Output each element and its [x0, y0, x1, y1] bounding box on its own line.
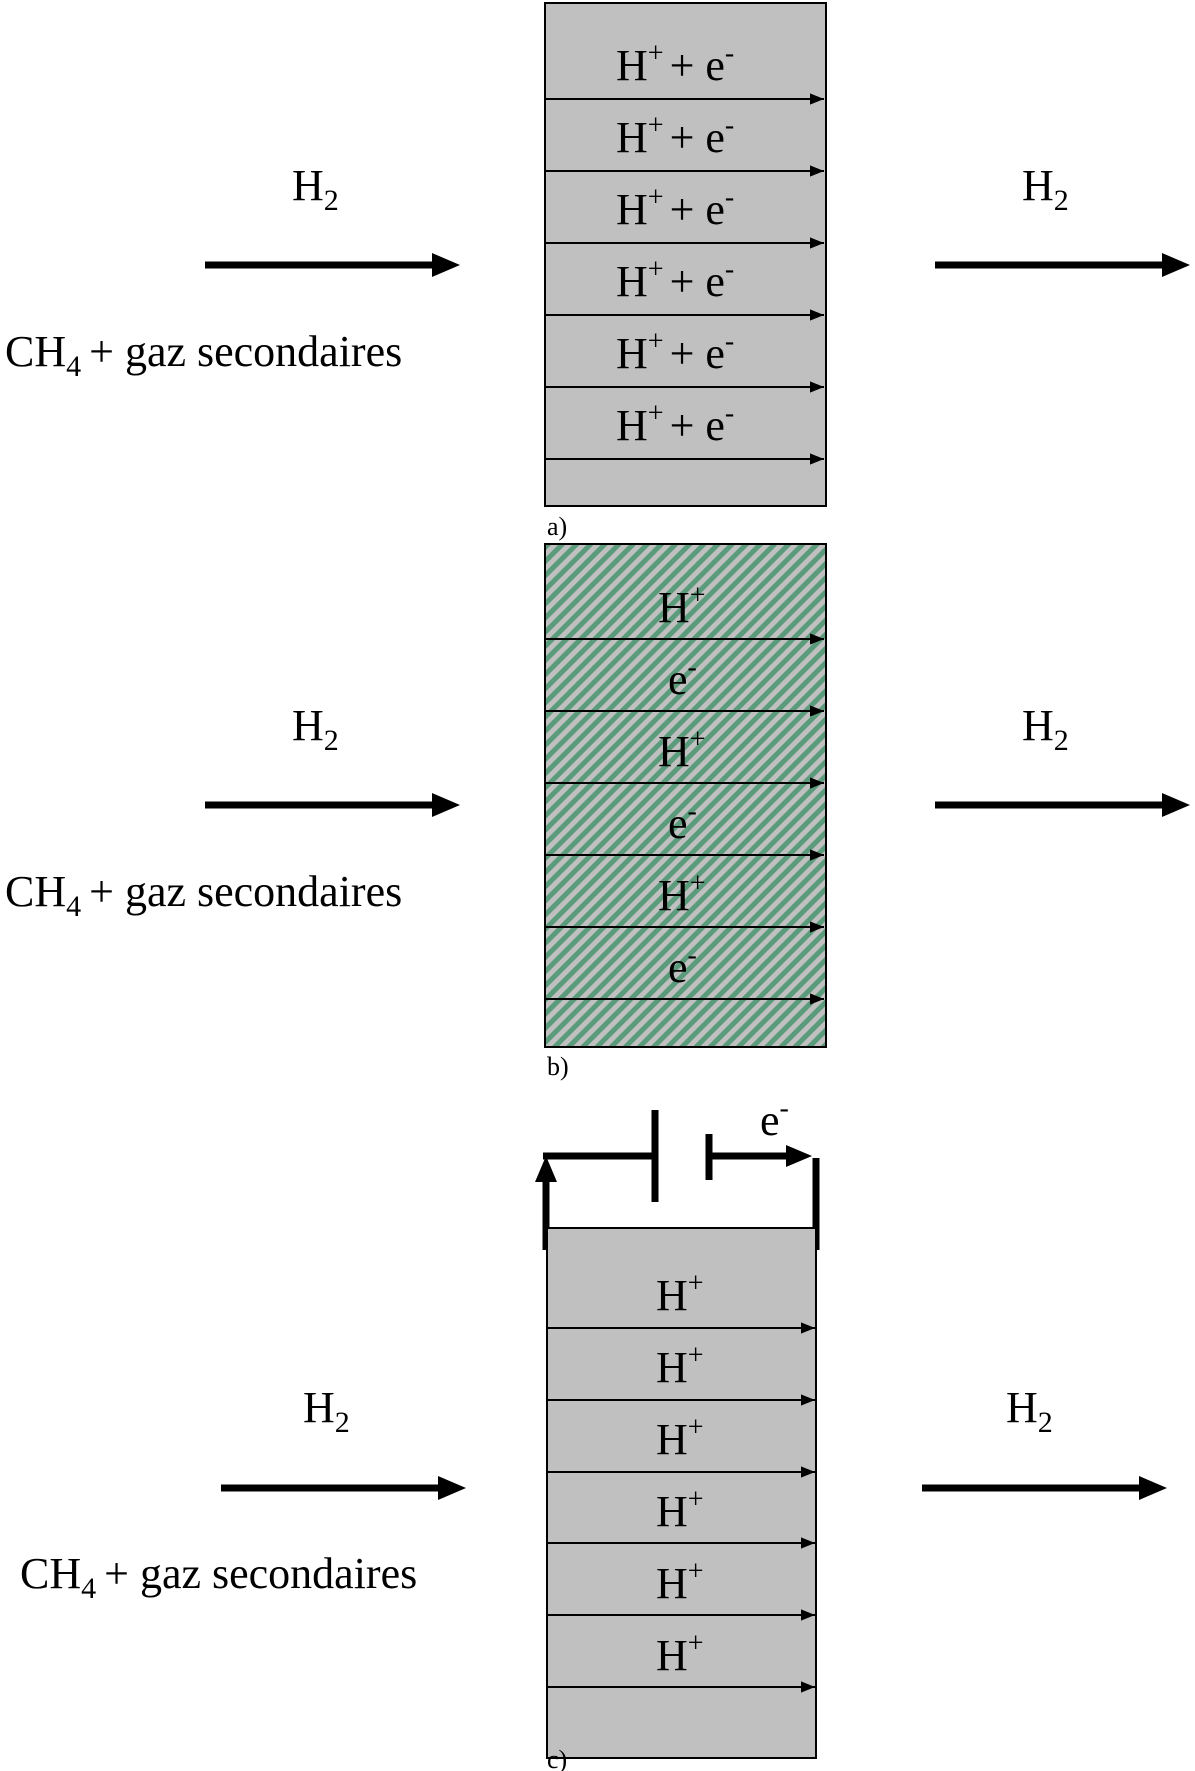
panel-c: e- H+ H+ H+ H+ H+ H+ c) H2 CH4+ gaz seco…	[20, 1093, 1167, 1771]
circuit-up-arrowhead	[535, 1156, 557, 1182]
row-label: H++ e-	[616, 254, 734, 306]
row-label: H+	[656, 1628, 704, 1680]
inlet-gas-label: CH4+ gaz secondaires	[5, 327, 402, 383]
outlet-h2-label: H2	[1006, 1383, 1053, 1439]
membrane-c	[546, 1227, 817, 1759]
row-label: H+	[656, 1412, 704, 1464]
membrane-a	[544, 2, 827, 507]
inlet-gas-label: CH4+ gaz secondaires	[5, 867, 402, 923]
row-label: e-	[668, 796, 697, 848]
row-label: H+	[656, 1484, 704, 1536]
membrane-c-labels: H+ H+ H+ H+ H+ H+	[656, 1268, 704, 1680]
panel-b-caption: b)	[547, 1052, 569, 1081]
row-label: e-	[668, 940, 697, 992]
row-label: H+	[656, 1340, 704, 1392]
panel-a-caption: a)	[547, 512, 567, 541]
panel-b: H+ e- H+ e- H+ e- b) H2 CH4+ gaz seconda…	[5, 543, 1190, 1081]
row-label: H++ e-	[616, 182, 734, 234]
inlet-arrow	[205, 253, 460, 277]
external-circuit: e-	[535, 1093, 820, 1250]
membrane-a-labels: H++ e- H++ e- H++ e- H++ e- H++ e- H++ e…	[616, 38, 734, 450]
row-label: H+	[656, 1268, 704, 1320]
row-label: H+	[658, 868, 706, 920]
membrane-b-lines	[545, 633, 824, 1005]
row-label: e-	[668, 652, 697, 704]
outlet-arrow	[935, 253, 1190, 277]
outlet-h2-label: H2	[1022, 161, 1069, 217]
circuit-electron-label: e-	[760, 1093, 789, 1145]
membrane-b	[544, 543, 827, 1048]
inlet-arrow	[221, 1476, 466, 1500]
panel-a: H++ e- H++ e- H++ e- H++ e- H++ e- H++ e…	[5, 2, 1190, 541]
membrane-b-labels: H+ e- H+ e- H+ e-	[658, 580, 706, 992]
row-label: H+	[658, 724, 706, 776]
outlet-arrow	[935, 793, 1190, 817]
circuit-right-arrowhead	[786, 1145, 812, 1167]
inlet-arrow	[205, 793, 460, 817]
inlet-gas-label: CH4+ gaz secondaires	[20, 1549, 417, 1605]
membrane-a-lines	[545, 93, 824, 465]
panel-c-caption: c)	[547, 1745, 567, 1771]
inlet-h2-label: H2	[292, 161, 339, 217]
row-label: H++ e-	[616, 110, 734, 162]
outlet-h2-label: H2	[1022, 701, 1069, 757]
row-label: H++ e-	[616, 398, 734, 450]
inlet-h2-label: H2	[303, 1383, 350, 1439]
row-label: H+	[656, 1556, 704, 1608]
membrane-c-lines	[547, 1322, 815, 1693]
row-label: H+	[658, 580, 706, 632]
outlet-arrow	[922, 1476, 1167, 1500]
row-label: H++ e-	[616, 38, 734, 90]
inlet-h2-label: H2	[292, 701, 339, 757]
row-label: H++ e-	[616, 326, 734, 378]
